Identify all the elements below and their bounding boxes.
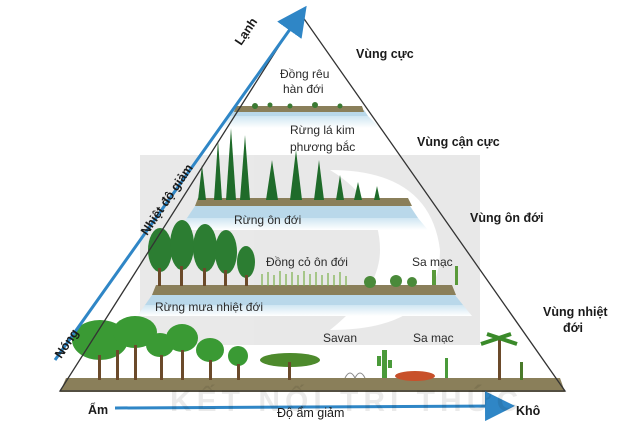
watermark-text: KẾT NỐI TRI THỨC bbox=[170, 385, 523, 420]
biome-taiga-line2: phương bắc bbox=[290, 141, 355, 155]
dry-label: Khô bbox=[516, 404, 540, 418]
biome-rainforest: Rừng mưa nhiệt đới bbox=[155, 301, 263, 315]
zone-temperate: Vùng ôn đới bbox=[470, 211, 543, 225]
savanna-tree bbox=[260, 353, 365, 380]
biome-taiga-line1: Rừng lá kim bbox=[290, 124, 355, 138]
zone-subpolar: Vùng cận cực bbox=[417, 135, 500, 149]
biome-temperate-desert: Sa mạc bbox=[412, 256, 453, 270]
zone-tropical-line2: đới bbox=[563, 321, 583, 335]
zone-tropical-line1: Vùng nhiệt bbox=[543, 305, 608, 319]
humidity-decrease-label: Độ ẩm giảm bbox=[277, 406, 344, 420]
wet-label: Ẩm bbox=[88, 403, 108, 417]
biome-temperate-forest: Rừng ôn đới bbox=[234, 214, 301, 228]
biome-tundra-line2: hàn đới bbox=[283, 83, 324, 97]
zone-polar: Vùng cực bbox=[356, 47, 414, 61]
biome-temperate-grassland: Đồng cỏ ôn đới bbox=[266, 256, 348, 270]
biome-savanna: Savan bbox=[323, 332, 357, 346]
biome-tropical-desert: Sa mạc bbox=[413, 332, 454, 346]
biome-tundra-line1: Đồng rêu bbox=[280, 68, 329, 82]
